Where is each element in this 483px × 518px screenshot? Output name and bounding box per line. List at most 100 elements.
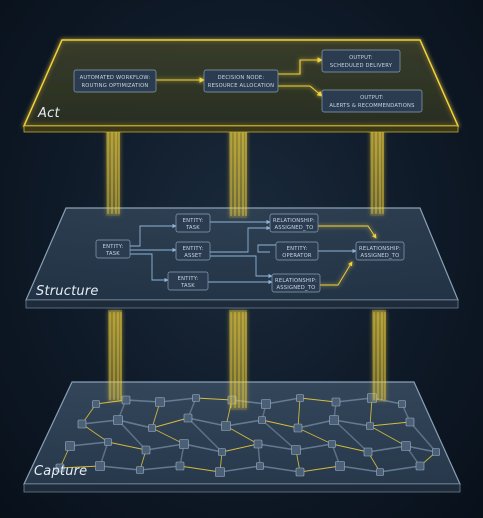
sensor-node [221, 421, 231, 431]
node-label-line2: TASK [185, 225, 200, 231]
node-label-line1: ENTITY: [103, 244, 124, 250]
network-link [81, 423, 109, 443]
network-link [99, 465, 141, 471]
node-label-line2: TASK [105, 251, 120, 257]
network-link [117, 419, 153, 429]
sensor-node [329, 415, 339, 425]
layer-label-act: Act [38, 106, 60, 121]
network-link [331, 443, 369, 453]
node-relationship-bottom: RELATIONSHIP: ASSIGNED_TO [271, 273, 321, 293]
beam-left-lower [108, 310, 122, 402]
network-link [261, 419, 299, 429]
network-link [159, 397, 197, 403]
network-link [297, 419, 335, 429]
sensor-node [183, 413, 193, 423]
network-link [339, 465, 381, 473]
node-relationship-right: RELATIONSHIP: ASSIGNED_TO [355, 241, 405, 261]
act-panel-edge [23, 125, 459, 133]
edge-relbottom-to-relright [318, 261, 353, 286]
network-link [151, 417, 189, 429]
capture-layer [23, 381, 461, 493]
layer-label-structure: Structure [36, 284, 99, 299]
sensor-node [192, 394, 200, 402]
sensor-node [291, 445, 301, 455]
edge-asset-to-rel [210, 225, 271, 253]
sensor-node [258, 416, 266, 424]
network-link [405, 445, 437, 453]
sensor-node [148, 424, 156, 432]
network-link [299, 397, 337, 403]
node-output-alerts: OUTPUT: ALERTS & RECOMMENDATIONS [321, 89, 423, 113]
sensor-node [155, 397, 165, 407]
beam-center-upper [229, 126, 247, 218]
node-label-line2: ASSIGNED_TO [275, 225, 314, 231]
network-link [81, 419, 119, 425]
beam-center-lower [229, 310, 247, 410]
sensor-node [121, 395, 131, 405]
sensor-node [256, 462, 264, 470]
sensor-node [215, 467, 225, 477]
sensor-node [95, 461, 105, 471]
node-label-line1: RELATIONSHIP: [275, 278, 317, 284]
node-entity-task-left: ENTITY: TASK [95, 239, 131, 259]
node-label-line2: TASK [180, 283, 195, 289]
node-label-line2: ASSIGNED_TO [361, 253, 400, 259]
network-link [195, 397, 233, 401]
sensor-node [77, 419, 87, 429]
node-label-line2: SCHEDULED DELIVERY [330, 63, 393, 69]
node-label-line1: DECISION NODE: [218, 75, 265, 81]
node-label-line1: AUTOMATED WORKFLOW: [80, 75, 151, 81]
node-entity-asset: ENTITY: ASSET [175, 241, 211, 261]
capture-network [55, 384, 440, 477]
node-decision: DECISION NODE: RESOURCE ALLOCATION [203, 69, 279, 93]
sensor-node [136, 466, 144, 474]
sensor-node [331, 397, 341, 407]
beam-right-upper [370, 126, 384, 216]
sensor-node [295, 467, 305, 477]
sensor-node [363, 447, 373, 457]
node-label-line1: RELATIONSHIP: [273, 218, 315, 224]
node-label-line1: ENTITY: [287, 246, 308, 252]
node-label-line1: ENTITY: [183, 246, 204, 252]
sensor-node [175, 461, 185, 471]
node-label-line1: OUTPUT: [349, 55, 373, 61]
network-link [295, 443, 333, 451]
structure-panel-edge [25, 299, 459, 309]
node-label-line2: ROUTING OPTIMIZATION [81, 83, 148, 89]
node-label-line1: RELATIONSHIP: [359, 246, 401, 252]
act-layer: AUTOMATED WORKFLOW: ROUTING OPTIMIZATION… [22, 39, 460, 133]
network-link [145, 443, 185, 451]
edge-task-to-task-top [128, 223, 177, 247]
edge-rel-to-relright [316, 225, 377, 239]
sensor-node [376, 468, 384, 476]
network-link [261, 419, 297, 451]
sensor-node [398, 400, 406, 408]
network-link [369, 425, 407, 447]
network-link [139, 465, 181, 471]
node-label-line1: ENTITY: [183, 218, 204, 224]
network-link [265, 397, 301, 405]
sensor-node [253, 439, 263, 449]
sensor-node [432, 448, 440, 456]
sensor-node [55, 463, 65, 473]
sensor-node [415, 461, 425, 471]
sensor-node [405, 417, 415, 427]
node-relationship-top: RELATIONSHIP: ASSIGNED_TO [269, 213, 319, 233]
network-link [151, 427, 185, 445]
sensor-node [92, 400, 100, 408]
node-output-delivery: OUTPUT: SCHEDULED DELIVERY [321, 49, 401, 73]
node-entity-task-bottom: ENTITY: TASK [167, 271, 209, 291]
sensor-node [366, 422, 374, 430]
network-link [187, 417, 223, 453]
network-link [333, 419, 371, 427]
network-link [369, 421, 411, 427]
network-link [117, 419, 147, 451]
beams-structure-act [106, 126, 384, 218]
network-link [259, 465, 301, 473]
edge-task-to-task-bottom [128, 253, 169, 283]
network-link [69, 441, 109, 447]
beam-left-upper [106, 126, 120, 216]
sensor-node [104, 438, 112, 446]
